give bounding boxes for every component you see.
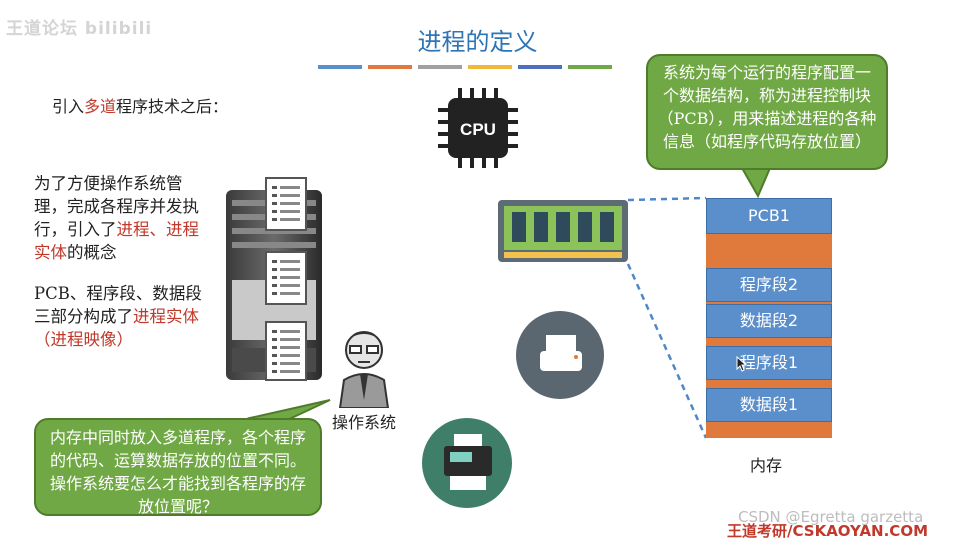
intro-text: 引入多道程序技术之后： (52, 93, 228, 117)
wangdao-footer: 王道考研/CSKAOYAN.COM (727, 522, 928, 540)
memory-block-pcb1: PCB1 (706, 198, 832, 234)
memory-label: 内存 (750, 456, 783, 475)
memory-block-code1: 程序段1 (706, 346, 832, 380)
color-bar-5 (518, 65, 562, 69)
intro-highlight: 多道 (84, 97, 117, 116)
ram-module-icon (498, 200, 628, 262)
memory-block-data2: 数据段2 (706, 304, 832, 338)
os-label: 操作系统 (332, 413, 397, 432)
color-bar-1 (318, 65, 362, 69)
color-bar-3 (418, 65, 462, 69)
para1-highlight: 进程、进程实体 (34, 220, 199, 262)
memory-block-code2: 程序段2 (706, 268, 832, 302)
para2-text: PCB、程序段、数据段三部分构成了 (34, 284, 202, 326)
intro-prefix: 引入 (52, 97, 85, 116)
person-icon (338, 331, 390, 408)
color-bar-4 (468, 65, 512, 69)
memory-block-data1: 数据段1 (706, 388, 832, 422)
watermark-logo: 王道论坛 bilibili (6, 19, 153, 39)
paragraph-process-entity: PCB、程序段、数据段三部分构成了进程实体（进程映像） (34, 282, 214, 351)
paragraph-process-concept: 为了方便操作系统管理，完成各程序并发执行，引入了进程、进程实体的概念 (34, 172, 214, 264)
printer-icon (540, 335, 582, 371)
para1-text: 为了方便操作系统管理，完成各程序并发执行，引入了 (34, 174, 199, 239)
color-bar-6 (568, 65, 612, 69)
csdn-watermark: CSDN @Egretta garzetta (738, 508, 924, 526)
slide-title: 进程的定义 (417, 28, 538, 56)
cpu-label: CPU (460, 120, 496, 139)
intro-suffix: 程序技术之后： (116, 97, 229, 116)
pcb-explanation-bubble: 系统为每个运行的程序配置一个数据结构，称为进程控制块（PCB），用来描述进程的各… (646, 54, 888, 170)
para1-suffix: 的概念 (67, 243, 117, 262)
color-bar-2 (368, 65, 412, 69)
cpu-icon: CPU (438, 88, 518, 168)
memory-question-bubble: 内存中同时放入多道程序，各个程序的代码、运算数据存放的位置不同。操作系统要怎么才… (34, 418, 322, 516)
para2-highlight: 进程实体（进程映像） (34, 307, 199, 349)
documents-icon (265, 177, 307, 381)
printer-large-icon (444, 434, 492, 490)
mouse-cursor-icon (736, 356, 748, 372)
